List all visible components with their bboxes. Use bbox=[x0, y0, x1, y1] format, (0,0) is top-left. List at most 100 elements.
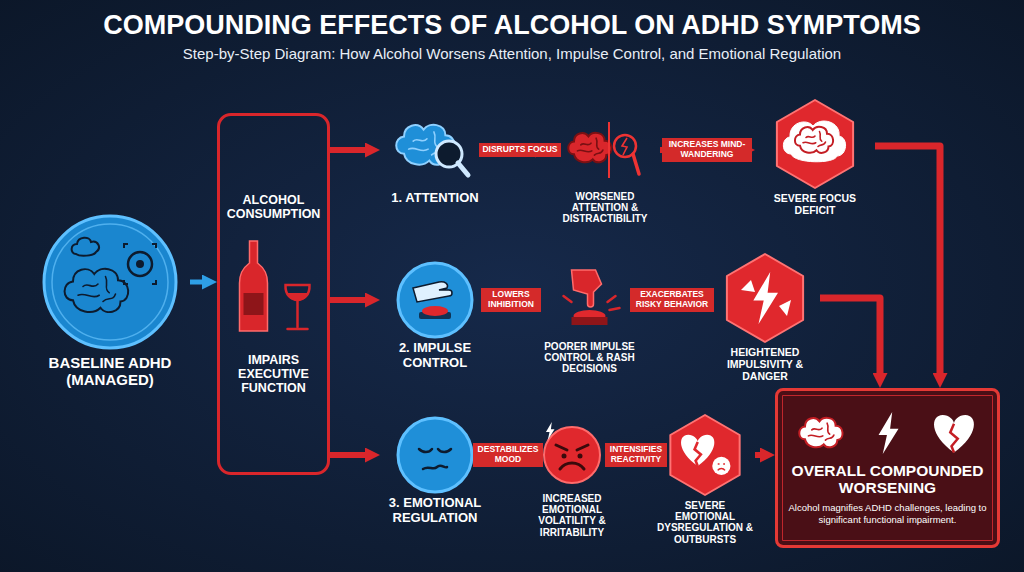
node-icon bbox=[221, 237, 326, 337]
icon-group bbox=[564, 270, 620, 325]
thought-cloud bbox=[72, 238, 99, 256]
node-heading: 3. EMOTIONAL REGULATION bbox=[380, 496, 490, 525]
step-node: WORSENED ATTENTION & DISTRACTIBILITY bbox=[550, 112, 660, 225]
focus-target-dot bbox=[136, 260, 144, 268]
bolt-group bbox=[741, 272, 791, 324]
arrow-connector bbox=[330, 297, 365, 303]
brain-folds bbox=[803, 132, 826, 147]
step-node: BASELINE ADHD (MANAGED) bbox=[30, 212, 190, 389]
brain-symbol bbox=[799, 418, 842, 447]
arrow-connector bbox=[755, 452, 760, 458]
brain-outline bbox=[568, 133, 611, 162]
node-icon bbox=[380, 112, 490, 188]
diagram-title: COMPOUNDING EFFECTS OF ALCOHOL ON ADHD S… bbox=[0, 10, 1024, 41]
step-node: SEVERE FOCUS DEFICIT bbox=[755, 98, 875, 217]
brain-folds bbox=[577, 138, 603, 155]
node-heading: 1. ATTENTION bbox=[391, 191, 478, 206]
node-heading: WORSENED ATTENTION & DISTRACTIBILITY bbox=[550, 191, 660, 225]
angry-eye bbox=[578, 454, 583, 459]
focus-target bbox=[128, 252, 152, 276]
glass-bowl bbox=[285, 285, 309, 300]
arrow-connector bbox=[330, 452, 365, 458]
node-icon bbox=[380, 262, 490, 338]
connector-label: EXACERBATES RISKY BEHAVIOR bbox=[630, 288, 714, 311]
node-icon bbox=[788, 410, 988, 456]
angry-face bbox=[544, 427, 600, 483]
node-heading: ALCOHOL CONSUMPTION bbox=[223, 193, 324, 221]
alcohol-box: ALCOHOL CONSUMPTION IMPAIRS EXECUTIVE FUN… bbox=[217, 113, 330, 475]
bolt-symbol bbox=[878, 412, 898, 454]
face-features bbox=[419, 449, 451, 469]
node-heading: OVERALL COMPOUNDED WORSENING bbox=[788, 462, 987, 497]
brain-symbol bbox=[795, 127, 833, 153]
icon-group bbox=[568, 122, 639, 178]
magnifier-handle bbox=[458, 163, 468, 175]
connector-label: DISRUPTS FOCUS bbox=[479, 143, 560, 157]
button-top bbox=[422, 306, 448, 316]
icon-group bbox=[777, 100, 853, 188]
icon-group bbox=[670, 415, 739, 495]
brain-folds bbox=[78, 277, 116, 302]
icon-ring bbox=[52, 224, 168, 340]
icon-group bbox=[240, 241, 310, 331]
bottle-label bbox=[244, 293, 264, 315]
hand-shape bbox=[413, 282, 452, 302]
hexagon-shape bbox=[777, 100, 853, 188]
crying-features bbox=[718, 464, 725, 470]
icon-group bbox=[44, 216, 176, 348]
hand-shape bbox=[572, 270, 602, 307]
step-node: SEVERE EMOTIONAL DYSREGULATION & OUTBURS… bbox=[655, 413, 755, 545]
step-node: HEIGHTENED IMPULSIVITY & DANGER bbox=[710, 252, 820, 382]
shard bbox=[779, 300, 791, 316]
anger-bolt bbox=[546, 422, 555, 440]
bottle-shape bbox=[240, 241, 268, 331]
node-heading: SEVERE EMOTIONAL DYSREGULATION & OUTBURS… bbox=[655, 500, 755, 545]
connector-label: INCREASES MIND-WANDERING bbox=[662, 138, 752, 161]
arrow-connector bbox=[875, 146, 940, 373]
node-body: IMPAIRS EXECUTIVE FUNCTION bbox=[223, 353, 324, 395]
connector-label: INTENSIFIES REACTIVITY bbox=[605, 443, 667, 466]
arrow-connector bbox=[820, 298, 880, 373]
glass-stem bbox=[288, 301, 308, 329]
node-icon bbox=[755, 98, 875, 190]
button-base bbox=[572, 317, 608, 325]
crying-face bbox=[712, 457, 730, 475]
divider-line bbox=[608, 122, 610, 178]
node-heading: INCREASED EMOTIONAL VOLATILITY & IRRITAB… bbox=[522, 493, 622, 538]
glass-wine bbox=[287, 293, 309, 301]
crack-bolt bbox=[622, 138, 627, 155]
broken-heart bbox=[681, 435, 714, 466]
brain-symbol bbox=[65, 269, 129, 312]
step-node: 2. IMPULSE CONTROL bbox=[380, 262, 490, 370]
heart-crack bbox=[950, 424, 958, 453]
node-heading: BASELINE ADHD (MANAGED) bbox=[30, 355, 190, 389]
arrow-connector bbox=[330, 147, 365, 153]
node-body: Alcohol magnifies ADHD challenges, leadi… bbox=[788, 502, 987, 526]
node-icon bbox=[550, 112, 660, 188]
brain-outline bbox=[795, 127, 833, 153]
hexagon-shape bbox=[727, 254, 803, 342]
icon-group bbox=[727, 254, 803, 342]
step-node: 3. EMOTIONAL REGULATION bbox=[380, 417, 490, 525]
magnifier-handle bbox=[633, 154, 639, 174]
angry-eye bbox=[562, 454, 567, 459]
node-heading: SEVERE FOCUS DEFICIT bbox=[755, 193, 875, 217]
step-node: POORER IMPULSE CONTROL & RASH DECISIONS bbox=[532, 262, 647, 375]
hexagon-shape bbox=[670, 415, 739, 495]
brain-outline bbox=[799, 418, 842, 447]
shard bbox=[741, 280, 755, 292]
brain-outline bbox=[65, 269, 129, 312]
icon-group bbox=[396, 125, 468, 175]
node-icon bbox=[655, 413, 755, 497]
heart-crack bbox=[695, 442, 701, 466]
broken-heart bbox=[934, 415, 974, 453]
node-heading: 2. IMPULSE CONTROL bbox=[380, 341, 490, 370]
thought-cloud bbox=[783, 121, 845, 162]
impact-lines bbox=[564, 296, 620, 310]
angry-features bbox=[556, 445, 588, 469]
icon-group bbox=[398, 418, 472, 492]
icon-circle bbox=[44, 216, 176, 348]
brain-folds bbox=[808, 423, 834, 440]
